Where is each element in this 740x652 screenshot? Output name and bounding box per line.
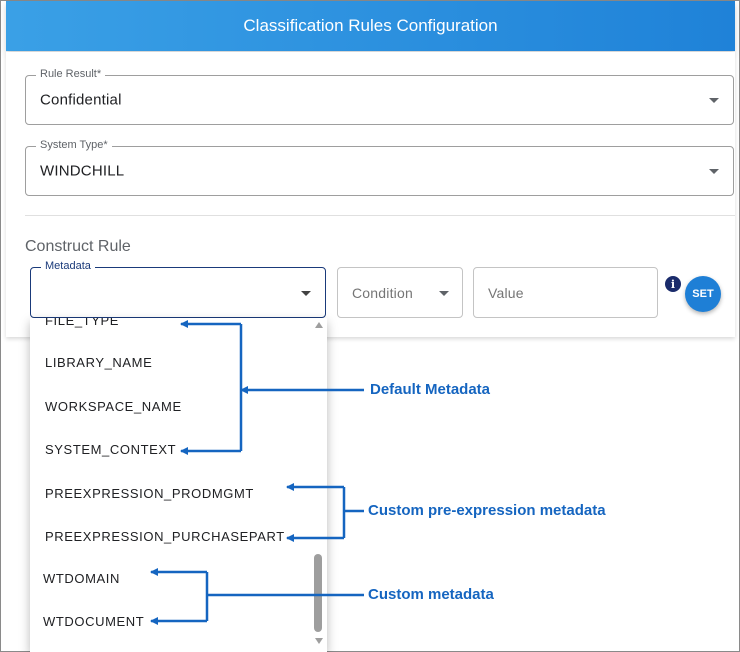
list-item[interactable]: WTDOCUMENT	[43, 614, 145, 629]
construct-rule-title: Construct Rule	[25, 238, 131, 255]
callout-default-metadata: Default Metadata	[370, 381, 491, 398]
value-placeholder: Value	[488, 284, 524, 301]
list-item[interactable]: WORKSPACE_NAME	[45, 399, 182, 414]
scrollbar-thumb[interactable]	[314, 554, 322, 632]
rule-result-label: Rule Result*	[36, 68, 106, 80]
page-header: Classification Rules Configuration	[6, 1, 735, 51]
caret-down-icon	[709, 169, 719, 174]
list-item[interactable]: WTDOMAIN	[43, 571, 121, 586]
info-icon[interactable]: i	[665, 276, 681, 292]
system-type-value: WINDCHILL	[40, 162, 125, 180]
list-item[interactable]: PREEXPRESSION_PRODMGMT	[45, 486, 254, 501]
callout-custom-metadata: Custom metadata	[368, 586, 494, 603]
list-item[interactable]: LIBRARY_NAME	[45, 355, 153, 370]
system-type-select[interactable]: System Type* WINDCHILL	[25, 139, 734, 196]
scroll-up-arrow-icon[interactable]	[315, 322, 323, 328]
list-item[interactable]: SYSTEM_CONTEXT	[45, 442, 177, 457]
rule-result-select[interactable]: Rule Result* Confidential	[25, 68, 734, 125]
set-button[interactable]: SET	[685, 276, 721, 312]
system-type-label: System Type*	[36, 139, 112, 151]
caret-down-icon	[709, 98, 719, 103]
callout-custom-pre-expression: Custom pre-expression metadata	[368, 502, 606, 519]
condition-select[interactable]: Condition	[337, 267, 463, 318]
caret-down-icon	[439, 290, 449, 296]
metadata-select[interactable]: Metadata	[30, 260, 326, 318]
metadata-dropdown-list[interactable]: FILE_TYPE LIBRARY_NAME WORKSPACE_NAME SY…	[30, 318, 327, 652]
condition-placeholder: Condition	[352, 284, 413, 301]
list-item[interactable]: FILE_TYPE	[45, 318, 120, 328]
rule-result-value: Confidential	[40, 91, 122, 109]
scroll-down-arrow-icon[interactable]	[315, 638, 323, 644]
list-item[interactable]: PREEXPRESSION_PURCHASEPART	[45, 529, 285, 544]
value-input[interactable]: Value	[473, 267, 658, 318]
page-title: Classification Rules Configuration	[243, 16, 498, 35]
metadata-label: Metadata	[41, 260, 95, 272]
caret-down-icon	[301, 290, 311, 296]
divider	[25, 215, 735, 216]
